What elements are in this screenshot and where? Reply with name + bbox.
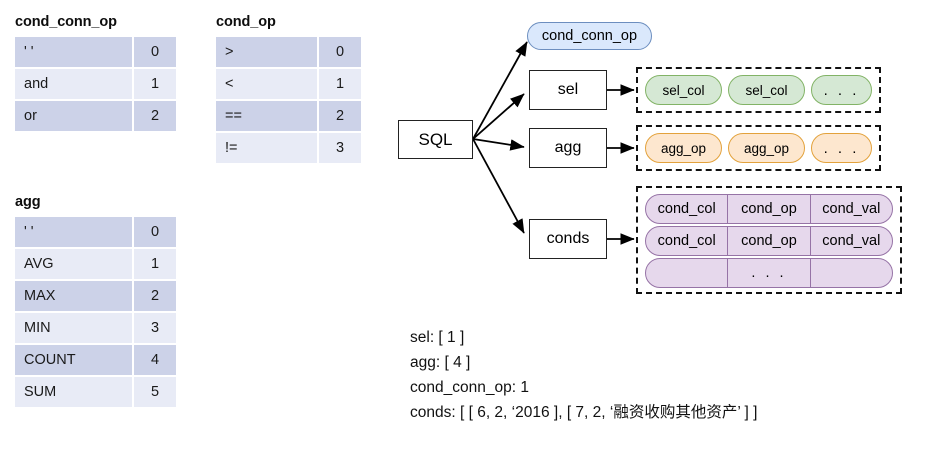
- table-row: > 0: [216, 37, 361, 67]
- table-cell-key: or: [15, 101, 132, 131]
- table-body: > 0 < 1 == 2 != 3: [216, 35, 361, 165]
- arrow-sql-to-cond-conn-op: [472, 41, 528, 140]
- conds-node: conds: [529, 219, 607, 259]
- table-cell-key: SUM: [15, 377, 132, 407]
- table-cell-value: 0: [132, 37, 176, 67]
- table-cell-value: 2: [317, 101, 361, 131]
- table-cell-value: 5: [132, 377, 176, 407]
- table-row: == 2: [216, 101, 361, 131]
- cond-op-cell: cond_op: [727, 195, 809, 223]
- table-title: agg: [15, 194, 41, 210]
- table-row: MIN 3: [15, 313, 176, 343]
- cond-row-2: cond_col cond_op cond_val: [645, 226, 893, 256]
- sel-col-pill-2: sel_col: [728, 75, 805, 105]
- sel-node: sel: [529, 70, 607, 110]
- table-cell-value: 0: [132, 217, 176, 247]
- table-cell-key: !=: [216, 133, 317, 163]
- sel-col-pill-2-label: sel_col: [745, 82, 788, 98]
- table-cell-value: 3: [132, 313, 176, 343]
- table-row: AVG 1: [15, 249, 176, 279]
- arrow-sql-to-sel: [472, 93, 525, 140]
- table-cell-key: <: [216, 69, 317, 99]
- cond-val-cell: cond_val: [809, 195, 892, 223]
- annotation-cond-conn-op: cond_conn_op: 1: [410, 379, 529, 396]
- cond-val-cell: cond_val: [809, 227, 892, 255]
- table-row: ' ' 0: [15, 217, 176, 247]
- arrow-sql-to-agg: [472, 138, 525, 151]
- cond-op-table: cond_op > 0 < 1 == 2 != 3: [216, 14, 361, 165]
- table-cell-key: MIN: [15, 313, 132, 343]
- cond-conn-op-node-label: cond_conn_op: [541, 28, 638, 44]
- agg-op-pill-1-label: agg_op: [660, 140, 707, 156]
- sel-node-label: sel: [557, 81, 579, 98]
- table-cell-value: 3: [317, 133, 361, 163]
- table-row: SUM 5: [15, 377, 176, 407]
- annotation-conds: conds: [ [ 6, 2, ‘2016 ], [ 7, 2, ‘融资收购其…: [410, 404, 758, 421]
- sql-node: SQL: [398, 120, 473, 159]
- table-row: ' ' 0: [15, 37, 176, 67]
- table-row: and 1: [15, 69, 176, 99]
- table-row: != 3: [216, 133, 361, 163]
- table-row: or 2: [15, 101, 176, 131]
- cond-conn-op-node: cond_conn_op: [527, 22, 652, 50]
- sql-node-label: SQL: [418, 129, 453, 149]
- table-row: < 1: [216, 69, 361, 99]
- table-cell-value: 1: [132, 69, 176, 99]
- table-title: cond_op: [216, 14, 276, 30]
- table-cell-key: ==: [216, 101, 317, 131]
- cond-op-cell: . . .: [727, 259, 809, 287]
- cond-col-cell: [646, 259, 727, 287]
- agg-op-pill-1: agg_op: [645, 133, 722, 163]
- annotation-agg: agg: [ 4 ]: [410, 354, 471, 371]
- arrow-sql-to-conds: [472, 138, 525, 234]
- table-cell-value: 4: [132, 345, 176, 375]
- table-cell-value: 0: [317, 37, 361, 67]
- agg-node: agg: [529, 128, 607, 168]
- sel-col-pill-ellipsis: . . .: [811, 75, 872, 105]
- agg-op-pill-2-label: agg_op: [743, 140, 790, 156]
- table-cell-key: >: [216, 37, 317, 67]
- table-body: ' ' 0 and 1 or 2: [15, 35, 176, 133]
- table-cell-key: AVG: [15, 249, 132, 279]
- conds-node-label: conds: [546, 230, 590, 247]
- table-cell-value: 2: [132, 101, 176, 131]
- table-cell-key: MAX: [15, 281, 132, 311]
- agg-op-pill-2: agg_op: [728, 133, 805, 163]
- sel-col-pill-1: sel_col: [645, 75, 722, 105]
- table-row: COUNT 4: [15, 345, 176, 375]
- agg-node-label: agg: [554, 139, 582, 156]
- table-cell-value: 1: [317, 69, 361, 99]
- annotation-sel: sel: [ 1 ]: [410, 329, 465, 346]
- cond-row-ellipsis: . . .: [645, 258, 893, 288]
- sel-col-pill-ellipsis-label: . . .: [823, 81, 860, 99]
- table-cell-key: ' ': [15, 217, 132, 247]
- table-cell-key: COUNT: [15, 345, 132, 375]
- cond-list-group: [636, 186, 902, 294]
- table-cell-key: and: [15, 69, 132, 99]
- agg-op-pill-ellipsis-label: . . .: [823, 139, 860, 157]
- sel-col-pill-1-label: sel_col: [662, 82, 705, 98]
- table-row: MAX 2: [15, 281, 176, 311]
- cond-val-cell: [809, 259, 892, 287]
- agg-op-pill-ellipsis: . . .: [811, 133, 872, 163]
- sel-list-group: [636, 67, 881, 113]
- table-cell-value: 1: [132, 249, 176, 279]
- cond-row-1: cond_col cond_op cond_val: [645, 194, 893, 224]
- agg-list-group: [636, 125, 881, 171]
- table-title: cond_conn_op: [15, 14, 117, 30]
- table-body: ' ' 0 AVG 1 MAX 2 MIN 3 COUNT 4 SUM 5: [15, 215, 176, 409]
- cond-col-cell: cond_col: [657, 233, 716, 249]
- cond-col-cell: cond_col: [657, 201, 716, 217]
- table-cell-value: 2: [132, 281, 176, 311]
- cond-conn-op-table: cond_conn_op ' ' 0 and 1 or 2: [15, 14, 176, 133]
- table-cell-key: ' ': [15, 37, 132, 67]
- cond-op-cell: cond_op: [727, 227, 809, 255]
- agg-table: agg ' ' 0 AVG 1 MAX 2 MIN 3 COUNT 4: [15, 194, 176, 409]
